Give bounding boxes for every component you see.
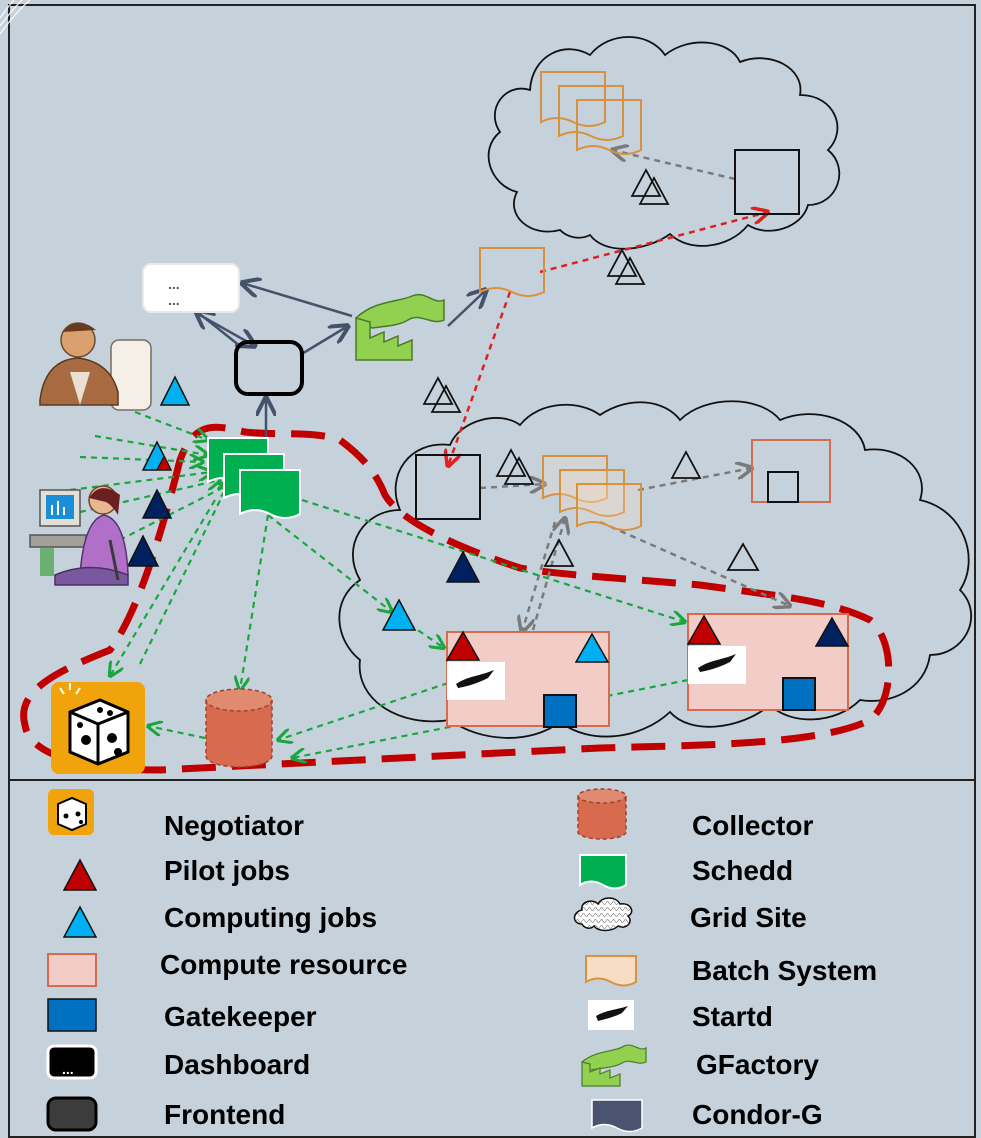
gatekeeper-top xyxy=(734,149,800,215)
legend-label-condor-g: Condor-G xyxy=(692,1099,823,1130)
legend-label-schedd: Schedd xyxy=(692,855,793,886)
cloud-icon xyxy=(573,897,633,932)
pink-rectangle-icon xyxy=(47,953,97,987)
arrow-user-to-schedd-4 xyxy=(69,472,212,492)
arrow-frontend-to-dashboard xyxy=(196,311,241,347)
dice-icon xyxy=(48,789,94,835)
frontend-icon xyxy=(46,1096,98,1132)
cylinder-icon xyxy=(577,788,627,840)
arrow-user-to-schedd-1 xyxy=(134,410,208,440)
legend-label-gfactory: GFactory xyxy=(696,1049,819,1080)
legend-label-grid-site: Grid Site xyxy=(690,902,807,933)
arrow-factory-to-dashboard xyxy=(242,283,353,318)
legend-label-frontend: Frontend xyxy=(164,1099,285,1130)
frontend xyxy=(234,340,304,396)
computing-job-user-1 xyxy=(159,375,191,406)
dashboard-icon: ... xyxy=(46,1044,98,1080)
legend-label-compute-resource: Compute resource xyxy=(160,949,407,980)
user-man-icon xyxy=(39,322,152,411)
dashed-boundary xyxy=(20,423,893,774)
computing-job-cloud xyxy=(381,598,417,631)
main-frame xyxy=(8,4,976,1138)
arrow-schedd-to-negotiator xyxy=(110,499,216,676)
dark-job-user-2 xyxy=(126,534,160,567)
computing-job-left xyxy=(574,632,610,663)
arrow-resource-left-to-batch xyxy=(531,518,565,631)
legend-label-dashboard: Dashboard xyxy=(164,1049,310,1080)
bird-icon xyxy=(588,1000,634,1030)
navy-document-icon xyxy=(591,1099,643,1133)
outlined-triangle-pairs xyxy=(422,168,760,571)
dark-job-right xyxy=(814,616,850,647)
negotiator xyxy=(51,682,145,774)
arrow-batch-to-resource-left xyxy=(522,521,557,632)
green-document-icon xyxy=(579,854,627,890)
arrow-batch-to-resource-top xyxy=(637,468,752,492)
gatekeeper-bottom-left xyxy=(415,454,481,520)
grid-site-cloud-bottom xyxy=(338,400,972,739)
gatekeeper-outline-top-right xyxy=(767,471,799,503)
grid-site-cloud-top xyxy=(487,36,841,250)
arrow-negotiator-to-schedd xyxy=(139,480,230,665)
legend-label-startd: Startd xyxy=(692,1001,773,1032)
arrow-schedd-to-resource-left-2 xyxy=(399,617,444,648)
legend-label-batch-system: Batch System xyxy=(692,955,877,986)
dashboard-icon-label: ... xyxy=(62,1061,74,1077)
batch-system-stack-top xyxy=(540,71,642,155)
pilot-job-left xyxy=(445,630,481,661)
arrow-collector-to-negotiator xyxy=(148,726,206,740)
cyan-triangle-icon xyxy=(62,905,98,938)
collector xyxy=(205,688,273,768)
legend-label-collector: Collector xyxy=(692,810,813,841)
dark-job-cloud xyxy=(445,550,481,583)
gatekeeper-right xyxy=(782,677,816,711)
batch-system-stack-bottom xyxy=(542,455,642,531)
gatekeeper-left xyxy=(543,694,577,728)
startd-right xyxy=(688,646,746,684)
legend-label-computing-jobs: Computing jobs xyxy=(164,902,377,933)
gfactory xyxy=(354,293,445,361)
arrow-condorg-to-gatekeeper-bottom xyxy=(448,291,512,466)
pilot-job-user-overlay xyxy=(156,454,172,471)
blue-square-icon xyxy=(47,998,97,1032)
tan-document-icon xyxy=(585,955,637,987)
condor-g xyxy=(479,247,545,297)
red-triangle-icon xyxy=(62,858,98,891)
dashboard xyxy=(142,263,240,313)
arrow-factory-to-condorg xyxy=(447,290,486,327)
arrow-resource-left-to-collector xyxy=(278,681,449,740)
legend-label-pilot-jobs: Pilot jobs xyxy=(164,855,290,886)
user-woman-icon xyxy=(29,485,129,586)
arrow-schedd-to-resource-right xyxy=(301,498,685,622)
arrow-schedd-to-resource-left xyxy=(267,514,392,612)
arrow-frontend-to-factory xyxy=(299,326,348,357)
factory-icon xyxy=(581,1044,647,1087)
legend-label-negotiator: Negotiator xyxy=(164,810,304,841)
arrow-user-to-schedd-3 xyxy=(79,457,203,462)
dashboard-line-1: ... xyxy=(168,276,180,292)
arrow-batch-to-resource-right xyxy=(599,520,790,606)
dark-job-user-1 xyxy=(141,488,173,519)
arrow-schedd-to-collector xyxy=(240,514,270,690)
startd-left xyxy=(447,662,505,700)
dashboard-line-2: ... xyxy=(168,292,180,308)
arrow-user-to-schedd-2 xyxy=(94,434,208,455)
legend-label-gatekeeper: Gatekeeper xyxy=(164,1001,317,1032)
schedd-stack xyxy=(207,437,301,519)
pilot-job-right xyxy=(686,614,722,645)
